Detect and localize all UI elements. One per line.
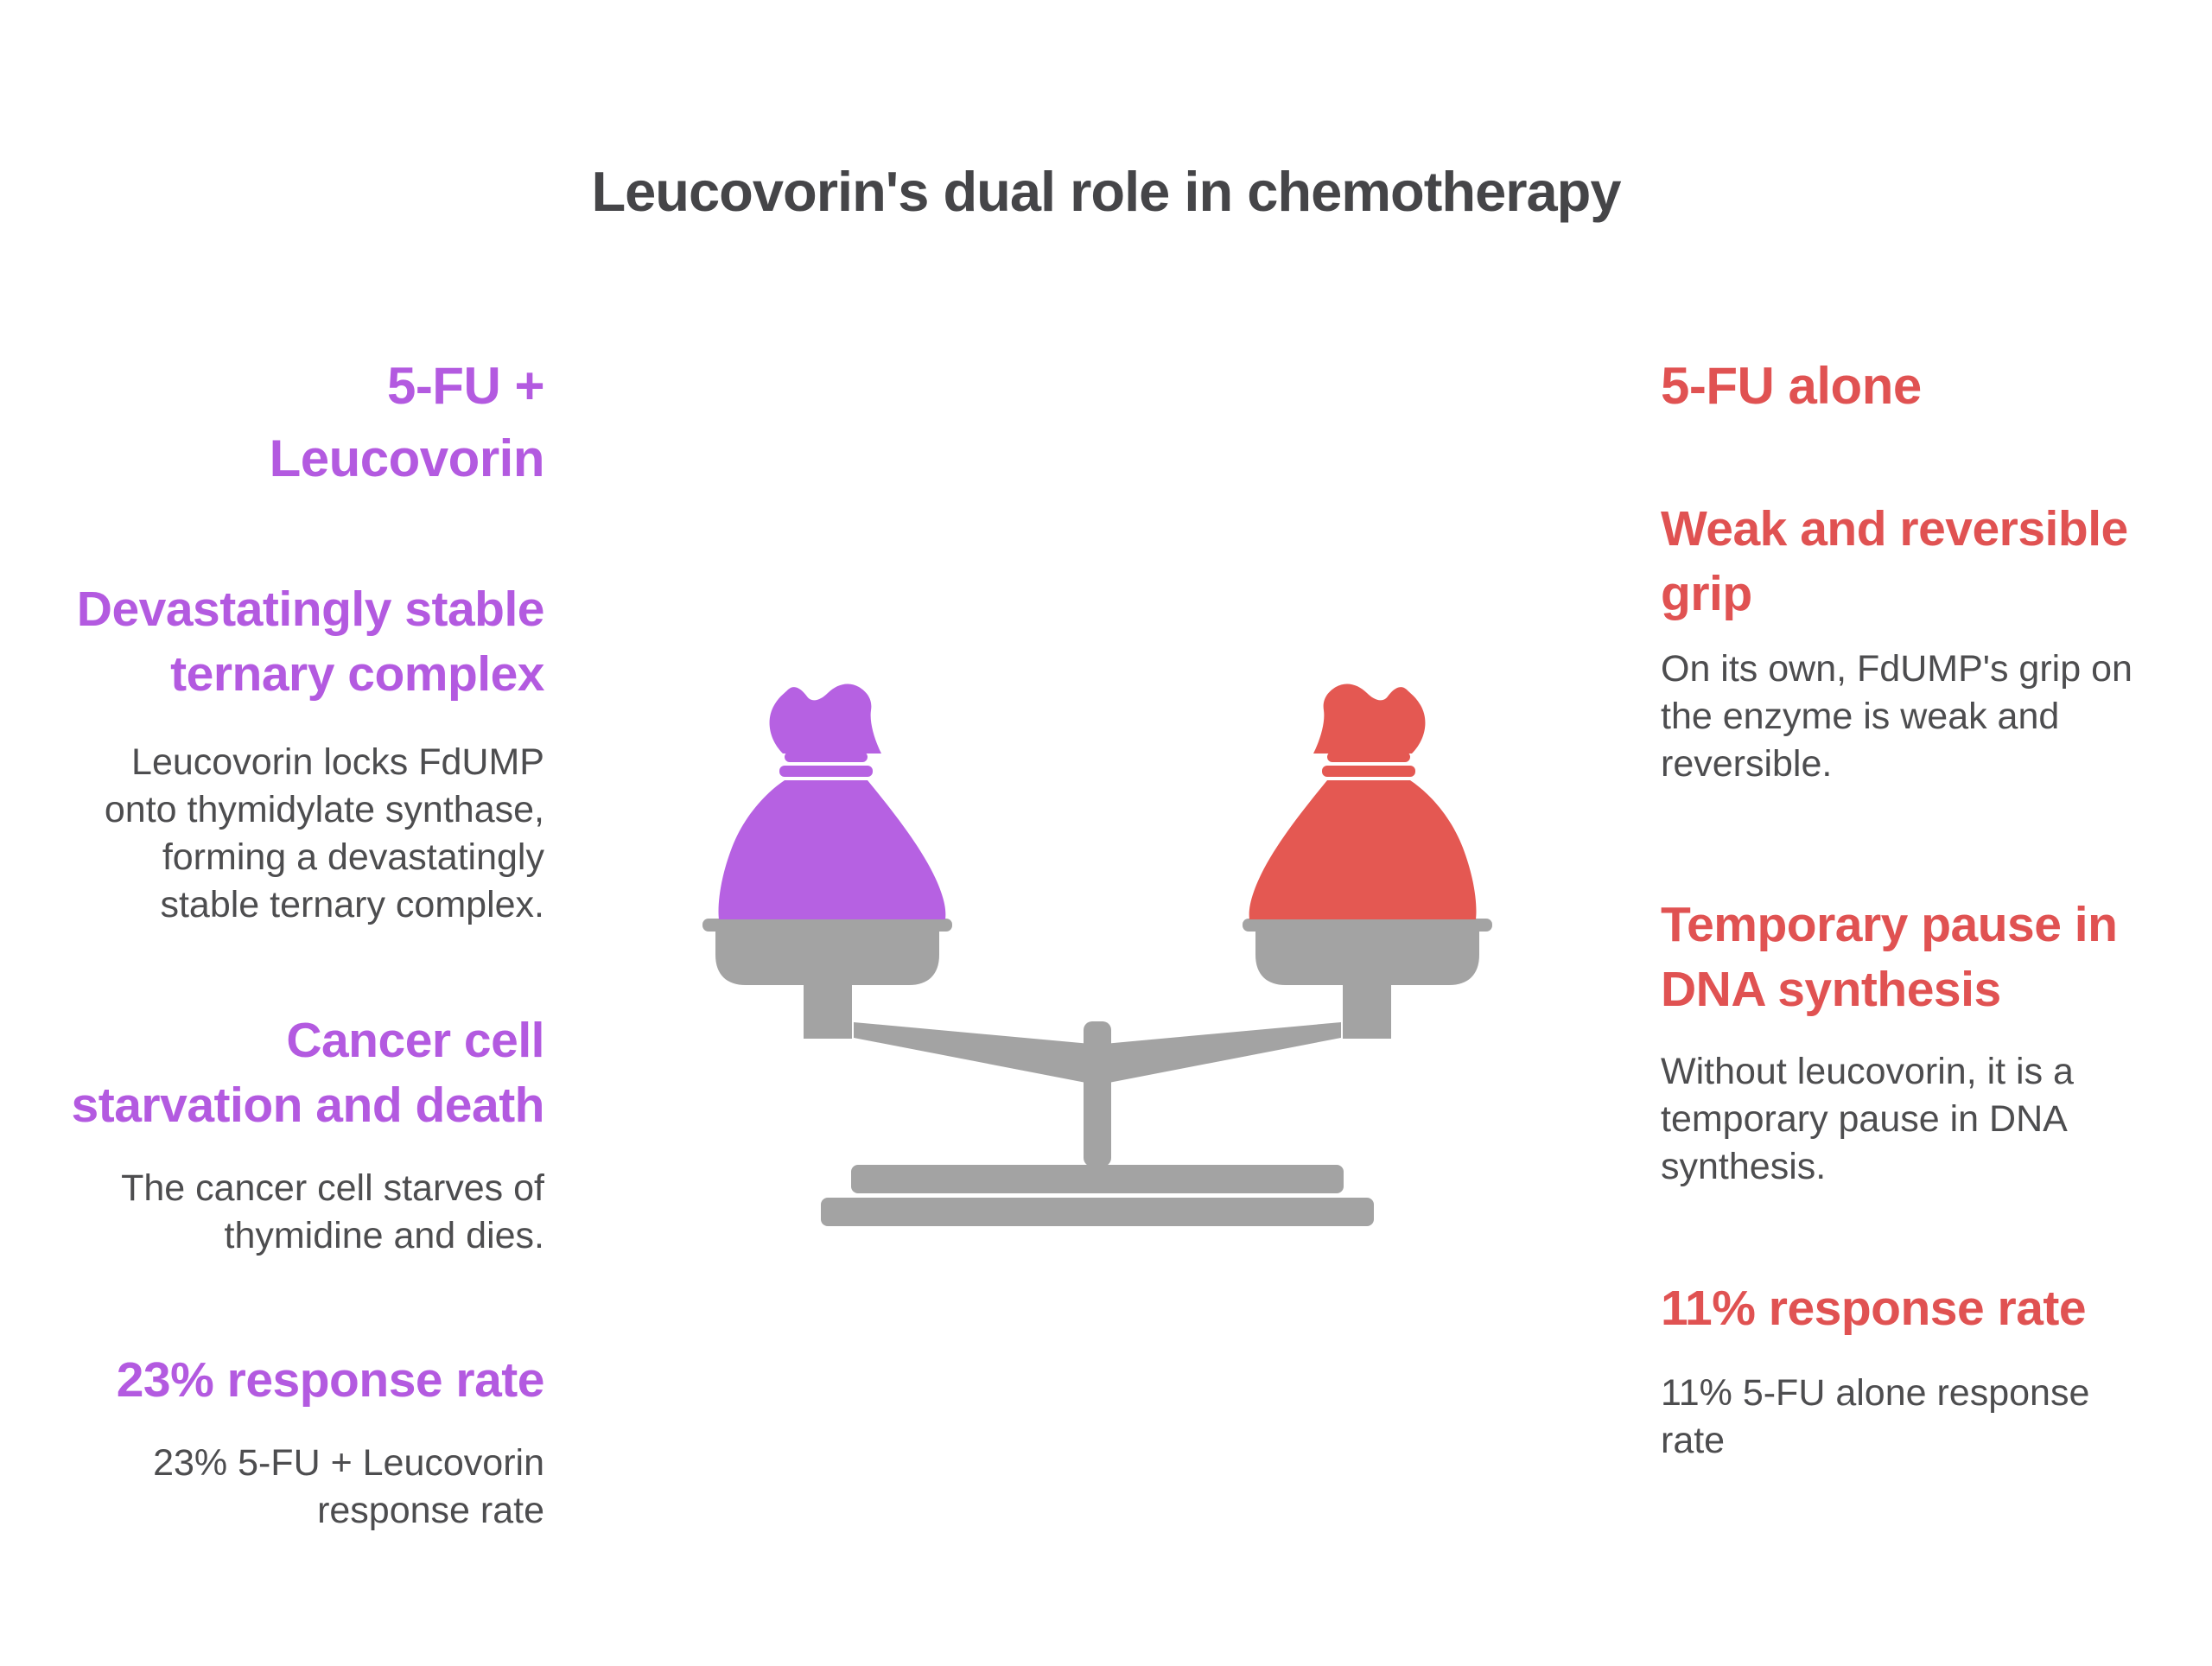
right-section-1-heading: Weak and reversible grip — [1661, 501, 2128, 621]
red-money-bag-icon — [1249, 684, 1477, 919]
left-beam — [854, 1022, 1090, 1084]
right-beam — [1104, 1022, 1341, 1084]
scale-base-upper — [851, 1165, 1344, 1193]
purple-money-bag-icon — [718, 684, 946, 919]
right-section-1-body: On its own, FdUMP's grip on the enzyme i… — [1661, 648, 2133, 785]
right-pan — [1243, 919, 1492, 1039]
page-title: Leucovorin's dual role in chemotherapy — [591, 159, 1621, 223]
scale-frame — [702, 919, 1492, 1226]
scale-base-lower — [821, 1198, 1374, 1226]
left-section-3-body: 23% 5-FU + Leucovorin response rate — [153, 1442, 544, 1531]
right-section-3-heading: 11% response rate — [1661, 1281, 2087, 1336]
scale-pillar — [1084, 1021, 1111, 1167]
left-pan — [702, 919, 952, 1039]
right-section-3-body: 11% 5-FU alone response rate — [1661, 1372, 2090, 1461]
right-column-title: 5-FU alone — [1661, 357, 1922, 415]
left-section-1-heading: Devastatingly stable ternary complex — [76, 582, 545, 702]
left-column-title: 5-FU + Leucovorin — [269, 357, 545, 487]
right-section-2-heading: Temporary pause in DNA synthesis — [1661, 897, 2118, 1017]
left-section-2-body: The cancer cell starves of thymidine and… — [121, 1167, 544, 1256]
left-section-1-body: Leucovorin locks FdUMP onto thymidylate … — [104, 741, 544, 925]
right-section-2-body: Without leucovorin, it is a temporary pa… — [1661, 1051, 2074, 1187]
left-section-3-heading: 23% response rate — [116, 1352, 545, 1408]
left-section-2-heading: Cancer cell starvation and death — [71, 1013, 545, 1133]
